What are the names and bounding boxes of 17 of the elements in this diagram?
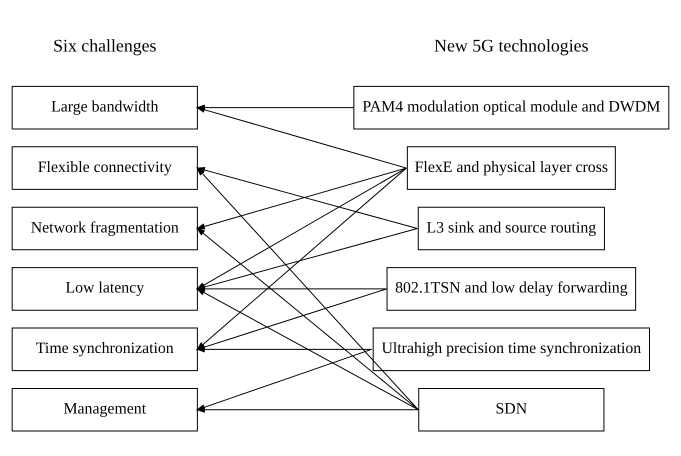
node-box: Time synchronization	[12, 327, 198, 371]
node-box: PAM4 modulation optical module and DWDM	[353, 85, 670, 129]
node-box: SDN	[418, 387, 604, 432]
node-box: Management	[12, 387, 198, 432]
arrow	[196, 346, 372, 352]
arrow	[196, 406, 419, 412]
node-box: Ultrahigh precision time synchronization	[372, 327, 650, 371]
node-box: Large bandwidth	[12, 85, 198, 129]
node-box: Network fragmentation	[12, 206, 198, 250]
arrow	[196, 106, 407, 168]
node-box: Flexible connectivity	[12, 146, 198, 190]
label: New 5G technologies	[434, 35, 589, 56]
node-box: 802.1TSN and low delay forwarding	[386, 266, 636, 310]
node-box: Low latency	[12, 266, 198, 310]
node-box: L3 sink and source routing	[418, 206, 605, 250]
label: Six challenges	[53, 35, 156, 56]
node-box: FlexE and physical layer cross	[406, 146, 616, 190]
